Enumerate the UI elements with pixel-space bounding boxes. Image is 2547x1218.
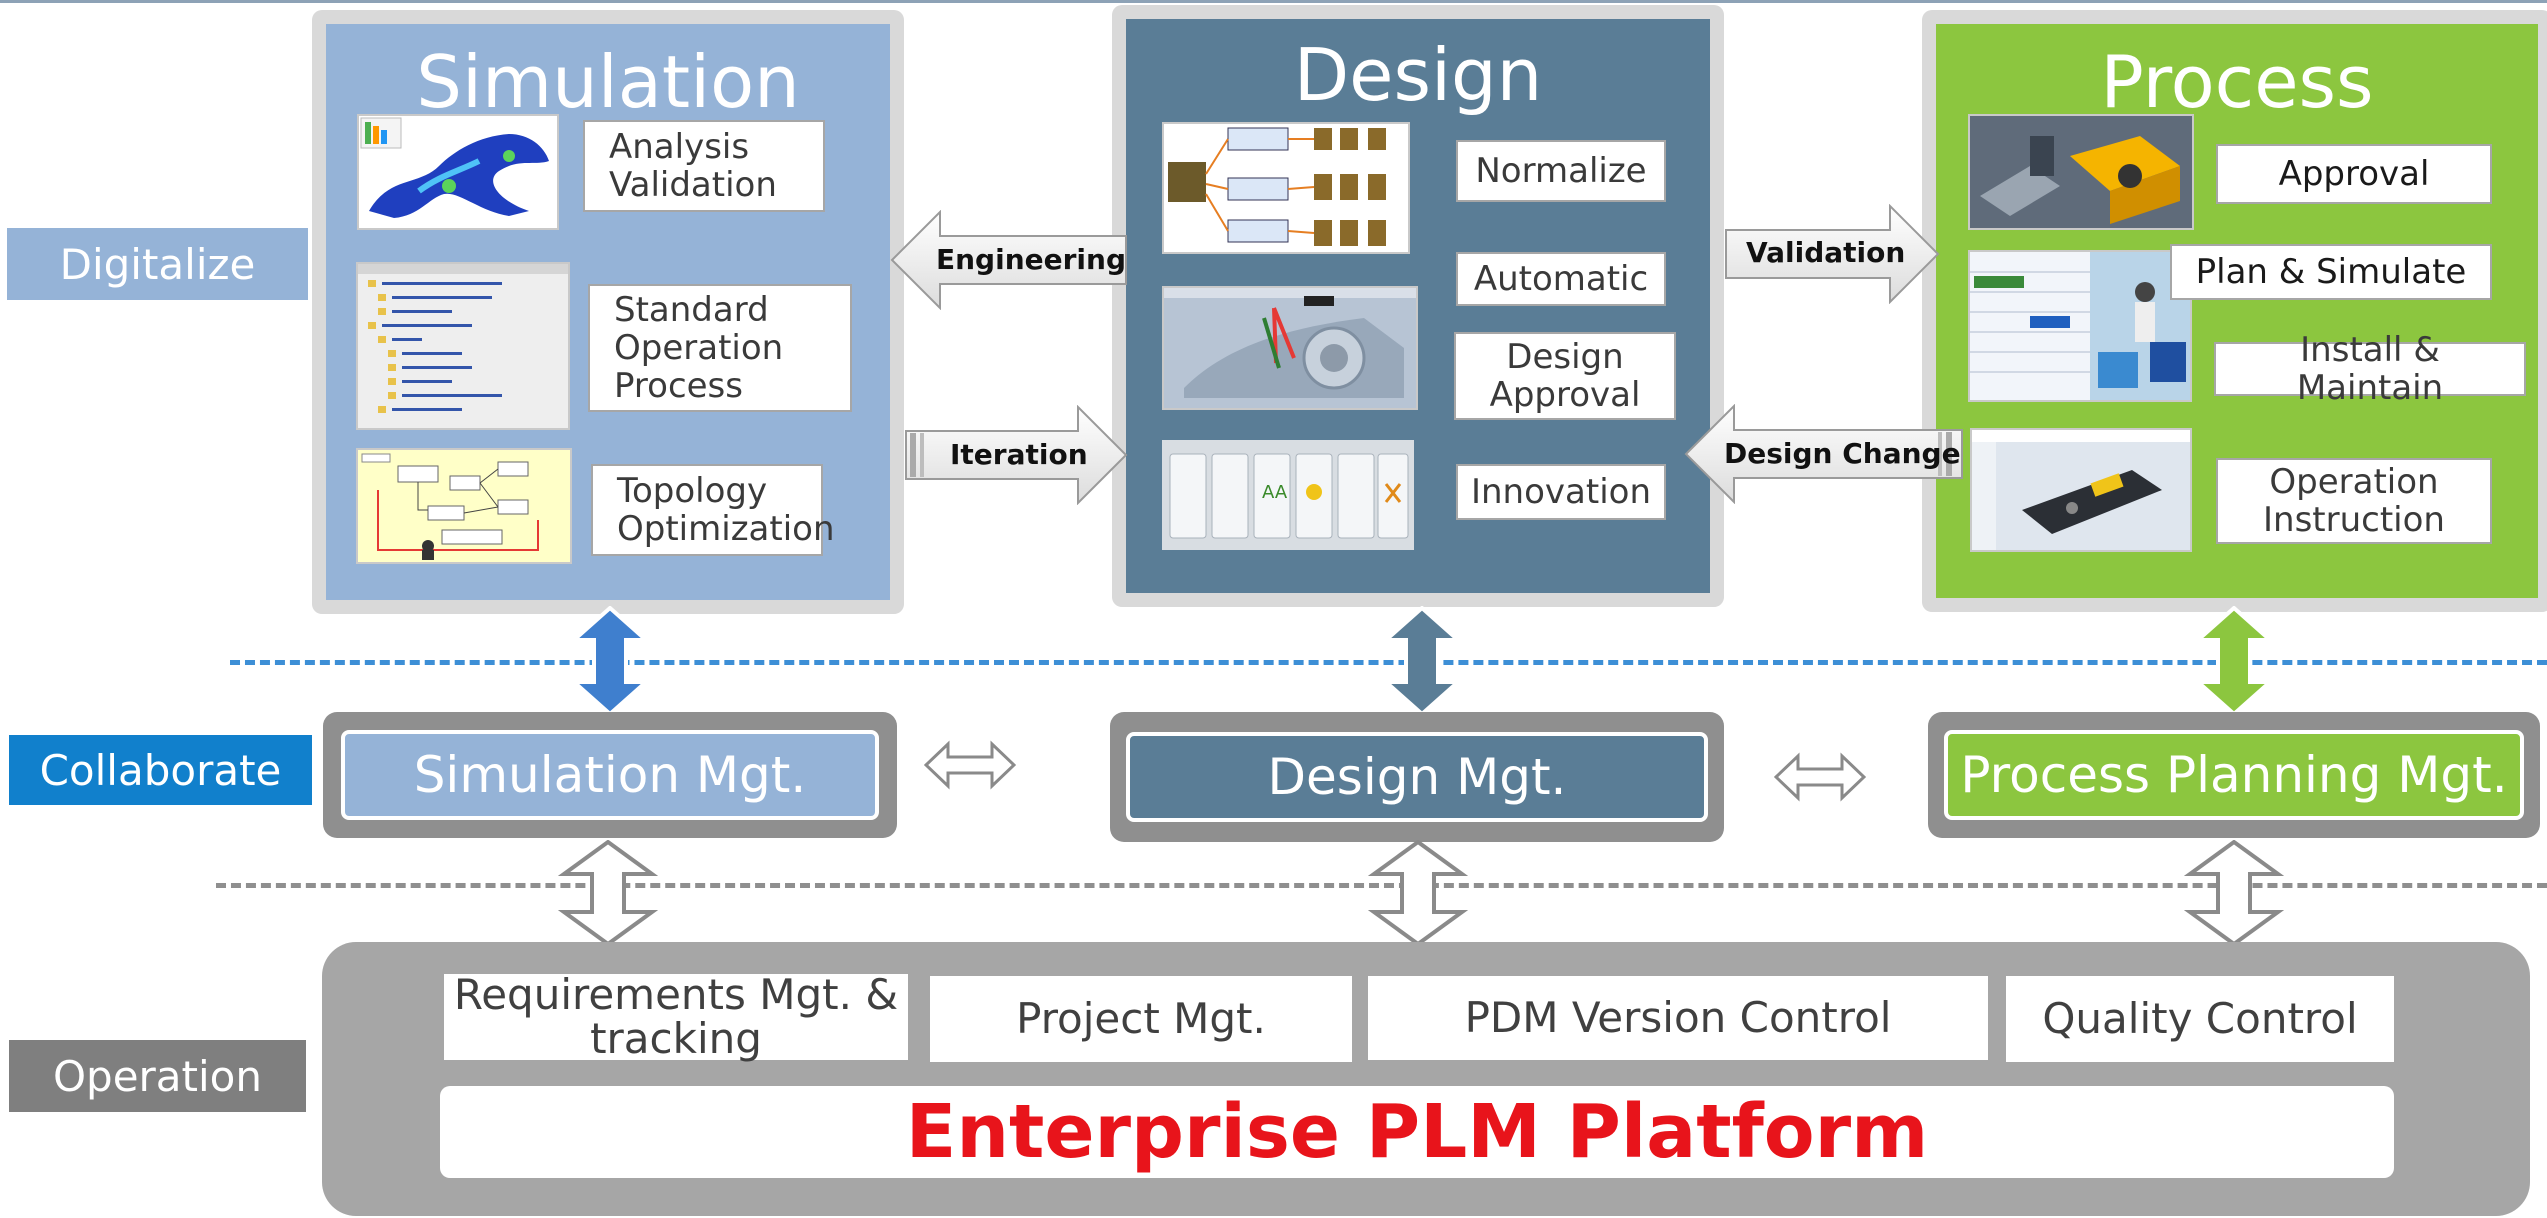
process-planning-mgt: Process Planning Mgt.: [1944, 730, 2524, 820]
row-label-operation: Operation: [9, 1040, 306, 1112]
row-label-collaborate: Collaborate: [9, 735, 312, 805]
sim-design-link-arrow: [924, 740, 1016, 790]
topology-optimization-box: Topology Optimization: [591, 464, 835, 556]
engineering-arrow: [890, 210, 1127, 310]
file-tree-thumbnail: [356, 262, 570, 430]
design-change-arrow: [1684, 404, 1963, 504]
automatic-box: Automatic: [1456, 252, 1666, 306]
simulation-mgt-frame: Simulation Mgt.: [323, 712, 897, 838]
enterprise-plm-platform: Enterprise PLM Platform: [440, 1086, 2394, 1178]
cad-model-thumbnail: [1162, 286, 1418, 410]
quality-control-box: Quality Control: [2006, 976, 2394, 1062]
process-operation-arrow: [2184, 840, 2284, 946]
design-mgt: Design Mgt.: [1126, 732, 1708, 822]
simulation-title: Simulation: [416, 40, 800, 124]
install-maintain-box: Install & Maintain: [2214, 331, 2526, 407]
analysis-validation-box: Analysis Validation: [583, 120, 825, 212]
svg-text:AA: AA: [1262, 482, 1288, 503]
innovation-box: Innovation: [1456, 464, 1666, 520]
design-mgt-frame: Design Mgt.: [1110, 712, 1724, 842]
design-title: Design: [1293, 33, 1543, 117]
process-title: Process: [2100, 40, 2374, 124]
process-vertical-arrow: [2196, 606, 2272, 716]
validation-arrow: [1725, 204, 1940, 304]
project-mgt-box: Project Mgt.: [930, 976, 1352, 1062]
engineering-label: Engineering: [936, 243, 1126, 276]
plan-simulate-box: Plan & Simulate: [2170, 244, 2492, 300]
design-change-label: Design Change: [1724, 437, 1961, 470]
collaborate-divider: [216, 883, 2547, 888]
process-mgt-frame: Process Planning Mgt.: [1928, 712, 2540, 838]
design-workflow-thumbnail: [1162, 122, 1410, 254]
iteration-arrow: [905, 405, 1128, 505]
design-process-link-arrow: [1774, 752, 1866, 802]
innovation-ui-thumbnail: AA: [1162, 440, 1414, 550]
normalize-box: Normalize: [1456, 140, 1666, 202]
operation-instruction-box: Operation Instruction: [2216, 458, 2492, 544]
simulation-operation-arrow: [558, 840, 658, 946]
design-vertical-arrow: [1384, 606, 1460, 716]
top-border-line: [0, 0, 2547, 3]
pdm-version-control-box: PDM Version Control: [1368, 976, 1988, 1060]
factory-3d-thumbnail: [1968, 114, 2194, 230]
simulation-vertical-arrow: [572, 606, 648, 716]
standard-operation-process-box: Standard Operation Process: [588, 284, 852, 412]
operation-instruction-thumbnail: [1970, 428, 2192, 552]
topology-flowchart-thumbnail: [356, 448, 572, 564]
fea-analysis-thumbnail: [357, 114, 559, 230]
requirements-mgt-box: Requirements Mgt. & tracking: [444, 972, 908, 1061]
design-approval-box: Design Approval: [1454, 332, 1676, 420]
plan-simulate-thumbnail: [1968, 250, 2192, 402]
digitalize-divider: [230, 660, 2547, 665]
design-operation-arrow: [1368, 840, 1468, 946]
row-label-digitalize: Digitalize: [7, 228, 308, 300]
validation-label: Validation: [1746, 236, 1906, 269]
approval-box: Approval: [2216, 144, 2492, 204]
iteration-label: Iteration: [950, 438, 1088, 471]
simulation-mgt: Simulation Mgt.: [341, 730, 879, 820]
